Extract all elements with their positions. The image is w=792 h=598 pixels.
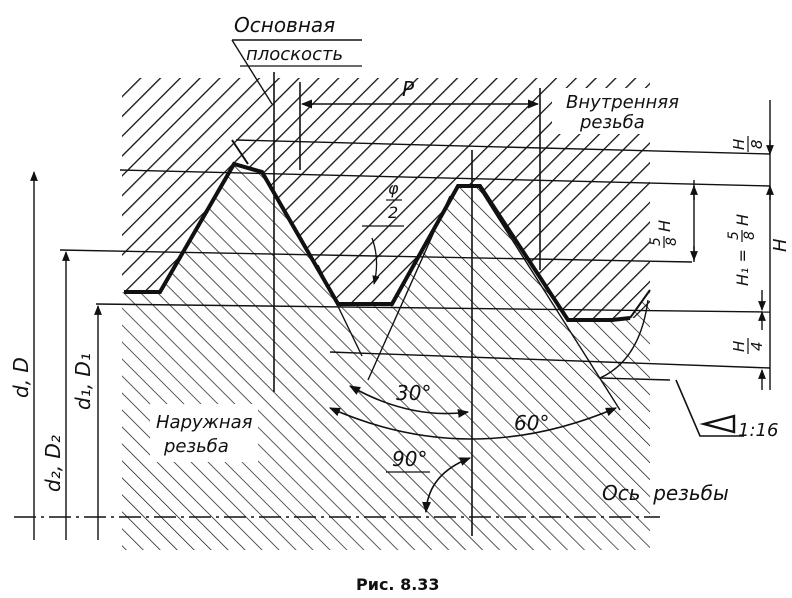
pitch-label: P <box>402 77 415 101</box>
taper-label: 1:16 <box>738 420 778 441</box>
taper-triangle-icon <box>699 414 736 434</box>
external-thread-label-1: Наружная <box>156 412 253 433</box>
h4-denominator: 4 <box>748 341 766 351</box>
figure-caption: Рис. 8.33 <box>356 575 440 594</box>
h58-H: H <box>655 220 674 232</box>
h8-numerator: H <box>730 139 748 150</box>
internal-thread-label-2: резьба <box>579 112 645 133</box>
major-diameter-label: d, D <box>9 357 33 398</box>
external-thread-label-2: резьба <box>163 436 229 457</box>
angle-60-arc <box>328 407 618 440</box>
thread-profile-outline <box>124 161 631 322</box>
h1-expression: H₁ = <box>733 249 752 286</box>
h1-numerator: 5 <box>726 231 742 240</box>
h4-numerator: H <box>730 341 748 352</box>
h1-denominator: 8 <box>742 231 758 240</box>
pitch-diameter-label: d₂, D₂ <box>41 435 65 492</box>
angle-60-label: 60° <box>514 411 549 435</box>
h8-denominator: 8 <box>748 139 766 149</box>
total-H-label: H <box>770 238 791 252</box>
internal-thread-label-1: Внутренняя <box>566 92 679 113</box>
base-plane-label-1: Основная <box>234 13 335 37</box>
thread-axis-label: Ось резьбы <box>602 481 729 505</box>
angle-90-label: 90° <box>392 447 427 471</box>
h58-numerator: 5 <box>648 237 664 246</box>
h58-denominator: 8 <box>664 237 680 246</box>
h1-H: H <box>733 214 752 226</box>
minor-diameter-label: d₁, D₁ <box>71 353 95 410</box>
angle-30-label: 30° <box>396 381 431 405</box>
angle-90-arc <box>422 457 472 514</box>
base-plane-label-2: плоскость <box>246 44 343 65</box>
phi-denominator: 2 <box>388 203 398 222</box>
phi-numerator: φ <box>388 179 399 198</box>
